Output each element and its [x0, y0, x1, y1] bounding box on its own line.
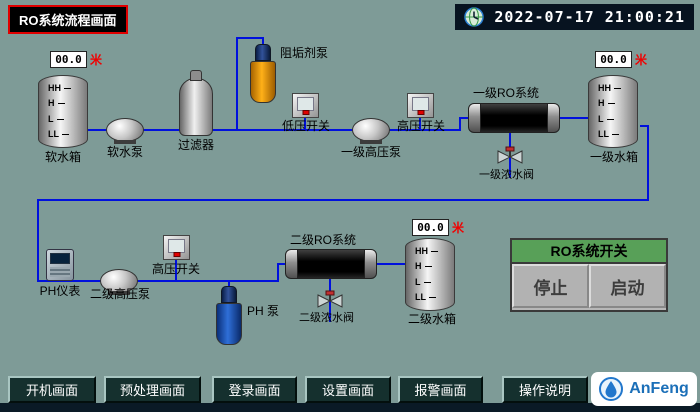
ph-pump-label: PH 泵: [247, 304, 280, 318]
stage2-hp-pump-icon: [100, 269, 138, 295]
meter-screen: [50, 253, 70, 264]
vessel-body: [298, 249, 364, 279]
soft-water-pump-icon: [106, 118, 144, 144]
tank-mark: L: [48, 114, 87, 124]
ro-stage2-vessel-icon: [285, 249, 377, 279]
stage1-water-tank: HH H L LL: [588, 75, 638, 148]
brand-text: AnFeng: [629, 380, 689, 397]
stage1-tank-level-unit: 米: [635, 53, 648, 67]
page-title: RO系统流程画面: [8, 5, 128, 34]
soft-tank-label: 软水箱: [44, 150, 81, 164]
pump-base: [108, 291, 130, 295]
nav-settings-screen-button[interactable]: 设置画面: [305, 376, 391, 403]
vessel-cap: [547, 103, 560, 133]
high-pressure-switch-top-icon: [407, 93, 434, 118]
nav-instructions-button[interactable]: 操作说明: [502, 376, 588, 403]
pump-body: [216, 303, 242, 345]
stage2-water-tank: HH H L LL: [405, 238, 455, 311]
tank-mark: H: [415, 262, 454, 271]
stage2-hp-pump-label: 二级高压泵: [89, 287, 150, 301]
ph-meter-icon: [46, 249, 74, 281]
switch-panel: [163, 235, 190, 260]
nav-login-screen-button[interactable]: 登录画面: [212, 376, 297, 403]
stop-button[interactable]: 停止: [512, 264, 589, 308]
ph-meter-label: PH仪表: [39, 284, 81, 298]
vessel-cap: [468, 103, 481, 133]
alarm-led: [417, 110, 424, 115]
ro-stage1-label: 一级RO系统: [473, 86, 540, 100]
stage2-tank-level-unit: 米: [452, 221, 465, 235]
low-pressure-switch-label: 低压开关: [281, 119, 330, 133]
soft-tank-level-value: 00.0: [50, 51, 87, 68]
switch-panel: [292, 93, 319, 118]
high-pressure-switch-top-label: 高压开关: [396, 119, 445, 133]
ro-system-switch-panel: RO系统开关 停止 启动: [510, 238, 668, 312]
panel-buttons: 停止 启动: [512, 264, 666, 308]
pump-body: [352, 118, 390, 142]
stage1-concentrate-valve-label: 一级浓水阀: [479, 169, 534, 181]
stage1-concentrate-valve-icon: [497, 146, 523, 164]
high-pressure-switch-bottom-label: 高压开关: [151, 262, 200, 276]
stage2-tank-label: 二级水箱: [407, 312, 456, 326]
nav-pretreatment-screen-button[interactable]: 预处理画面: [104, 376, 201, 403]
tank-mark: HH: [48, 84, 87, 93]
antiscalant-pump-label: 阻垢剂泵: [280, 46, 329, 60]
high-pressure-switch-bottom-icon: [163, 235, 190, 260]
low-pressure-switch-icon: [292, 93, 319, 118]
pump-motor: [255, 44, 271, 61]
tank-mark: L: [415, 277, 454, 287]
tank-mark: LL: [598, 129, 637, 139]
stage2-concentrate-valve-label: 二级浓水阀: [299, 312, 354, 324]
ro-stage1-vessel-icon: [468, 103, 560, 133]
ph-pump-icon: [216, 286, 242, 345]
alarm-led: [173, 252, 180, 257]
pump-motor: [221, 286, 237, 303]
tank-mark: HH: [598, 84, 637, 93]
water-drop-icon: [599, 377, 624, 401]
stage2-tank-level-display: 00.0 米: [412, 219, 464, 236]
filter-vessel-icon: [179, 78, 213, 136]
stage1-tank-level-display: 00.0 米: [595, 51, 647, 68]
panel-title: RO系统开关: [512, 240, 666, 264]
tank-mark: H: [48, 99, 87, 108]
meter-grille: [50, 267, 70, 277]
pump-body: [106, 118, 144, 142]
antiscalant-pump-icon: [250, 44, 276, 103]
start-button[interactable]: 启动: [589, 264, 666, 308]
soft-tank-level-display: 00.0 米: [50, 51, 102, 68]
tank-mark: H: [598, 99, 637, 108]
vessel-body: [481, 103, 547, 133]
datetime-text: 2022-07-17 21:00:21: [494, 8, 685, 26]
stage1-tank-level-value: 00.0: [595, 51, 632, 68]
soft-tank-level-unit: 米: [90, 53, 103, 67]
tank-mark: LL: [415, 292, 454, 302]
pump-base: [114, 140, 136, 144]
stage1-hp-pump-label: 一级高压泵: [340, 145, 401, 159]
tank-mark: HH: [415, 247, 454, 256]
bottom-strip: [0, 403, 700, 412]
stage2-tank-level-value: 00.0: [412, 219, 449, 236]
pump-base: [360, 140, 382, 144]
tank-mark: L: [598, 114, 637, 124]
stage2-concentrate-valve-icon: [317, 290, 343, 308]
nav-alarm-screen-button[interactable]: 报警画面: [398, 376, 483, 403]
stage1-hp-pump-icon: [352, 118, 390, 144]
stage1-tank-label: 一级水箱: [589, 150, 638, 164]
vessel-cap: [364, 249, 377, 279]
switch-panel: [407, 93, 434, 118]
globe-clock-icon: [464, 7, 485, 27]
datetime-display: 2022-07-17 21:00:21: [455, 4, 694, 30]
filter-label: 过滤器: [177, 138, 214, 152]
tank-mark: LL: [48, 129, 87, 139]
anfeng-logo: AnFeng: [591, 372, 697, 406]
pump-body: [250, 61, 276, 103]
ro-stage2-label: 二级RO系统: [290, 233, 357, 247]
nav-startup-screen-button[interactable]: 开机画面: [8, 376, 96, 403]
vessel-cap: [285, 249, 298, 279]
soft-water-tank: HH H L LL: [38, 75, 88, 148]
soft-pump-label: 软水泵: [106, 145, 143, 159]
alarm-led: [302, 110, 309, 115]
